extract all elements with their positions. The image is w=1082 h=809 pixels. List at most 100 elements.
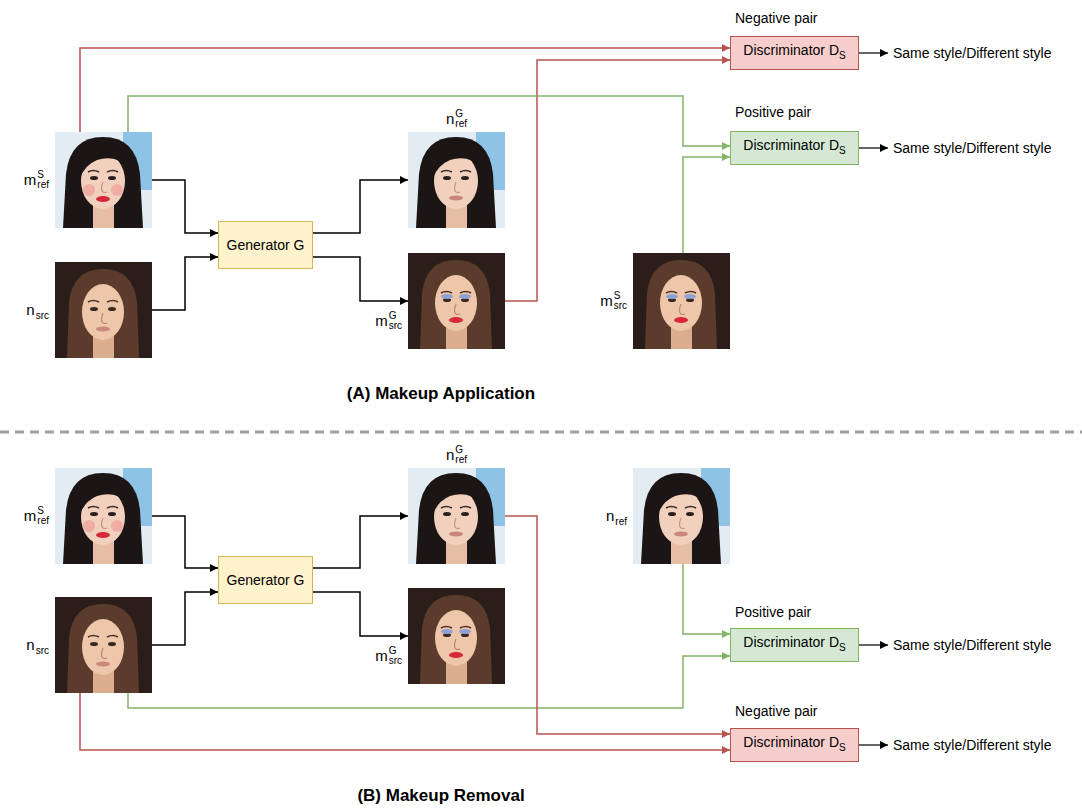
box-text: Discriminator D [743,137,839,153]
label-script: G [455,109,467,119]
discriminator-box: Discriminator DS [730,728,859,762]
face-image: nGref [408,468,505,564]
box-label: Discriminator DS [743,734,845,756]
face-photo [55,262,152,358]
label-scripts: ref [615,505,627,527]
label-script: ref [37,180,49,190]
label-script: ref [615,517,627,527]
label-scripts: Sref [37,170,49,190]
label-base: m [24,171,37,189]
box-text: Discriminator D [743,42,839,58]
connector [505,516,730,734]
pair-label: Positive pair [735,104,811,120]
label-base: n [26,636,34,654]
label-base: m [375,312,388,330]
image-label: mGsrc [375,646,402,666]
output-arrow [859,744,888,745]
label-base: n [606,507,614,525]
box-label: Discriminator DS [743,137,845,159]
box-text: Generator G [227,237,305,253]
box-label: Generator G [227,572,305,588]
image-label: nref [606,505,627,527]
output-arrow [859,147,888,148]
label-script: S [37,170,49,180]
face-image: nGref [408,132,505,228]
face-image: mGsrc [408,253,505,349]
label-scripts: Gref [455,109,467,129]
label-base: m [600,292,613,310]
label-script: src [389,656,402,666]
box-text: Discriminator D [743,634,839,650]
connector-group [80,48,730,750]
face-image: mGsrc [408,588,505,684]
connector [152,257,218,310]
connector [683,157,730,253]
connector [152,180,218,233]
connector [128,656,730,708]
connector [152,592,218,645]
subscript: S [839,742,846,753]
pair-label: Positive pair [735,604,811,620]
subscript: S [839,50,846,61]
image-label: nGref [446,109,467,129]
label-scripts: src [36,634,49,656]
image-label: mSref [24,170,49,190]
label-script: ref [455,455,467,465]
face-image: mSref [55,132,152,228]
label-script: G [455,445,467,455]
image-label: mSref [24,506,49,526]
subscript: S [839,145,846,156]
connector [313,257,408,301]
output-label: Same style/Different style [893,737,1051,753]
image-label: mSsrc [600,291,627,311]
label-base: n [446,446,454,464]
face-photo [408,468,505,564]
label-script: G [389,646,402,656]
label-scripts: Gsrc [389,311,402,331]
label-script: ref [455,119,467,129]
label-scripts: Gsrc [389,646,402,666]
connector [313,592,408,636]
box-text: Generator G [227,572,305,588]
image-label: mGsrc [375,311,402,331]
label-script: ref [37,516,49,526]
output-label: Same style/Different style [893,637,1051,653]
pair-label: Negative pair [735,703,818,719]
output-arrow [859,644,888,645]
image-label: nsrc [26,634,49,656]
section-caption: (A) Makeup Application [347,384,535,404]
label-base: m [375,647,388,665]
label-base: n [26,301,34,319]
discriminator-box: Discriminator DS [730,36,859,70]
face-photo [55,468,152,564]
output-arrow [859,52,888,53]
connector [128,96,730,146]
label-script: S [614,291,627,301]
label-base: n [446,110,454,128]
connector [313,516,408,568]
label-base: m [24,507,37,525]
box-label: Generator G [227,237,305,253]
generator-box: Generator G [218,556,313,604]
face-photo [408,132,505,228]
section-divider [0,431,1082,434]
box-label: Discriminator DS [743,42,845,64]
connector [80,693,730,750]
box-label: Discriminator DS [743,634,845,656]
label-scripts: Sref [37,506,49,526]
label-script: src [36,646,49,656]
face-image: mSsrc [633,253,730,349]
label-script: src [389,321,402,331]
box-text: Discriminator D [743,734,839,750]
label-script: G [389,311,402,321]
face-photo [633,468,730,564]
label-script: src [614,301,627,311]
face-image: nref [633,468,730,564]
face-photo [408,588,505,684]
discriminator-box: Discriminator DS [730,628,859,662]
subscript: S [839,642,846,653]
